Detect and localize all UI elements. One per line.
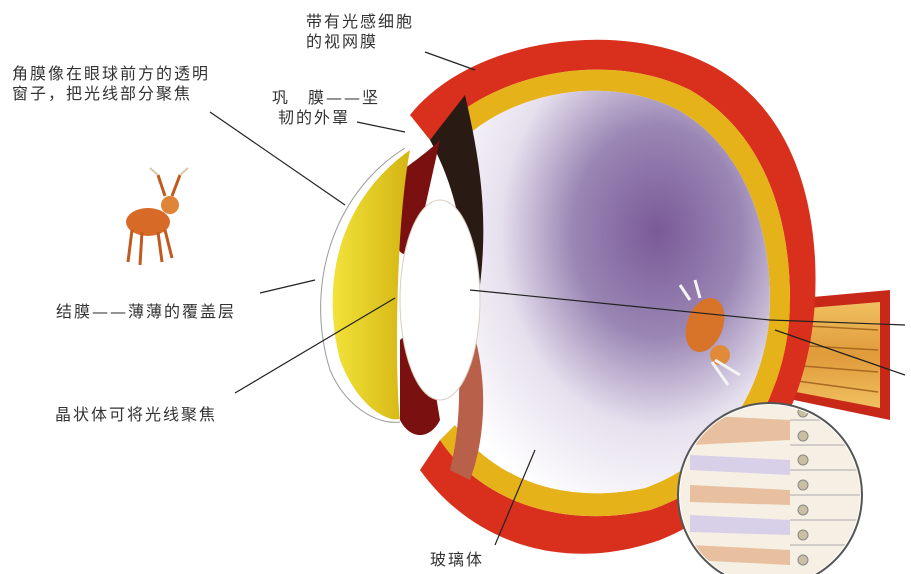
- vitreous-label: 玻璃体: [430, 550, 484, 570]
- sclera-label: 巩 膜——坚 韧的外罩: [272, 88, 380, 128]
- cornea: [333, 150, 410, 420]
- lens: [400, 200, 480, 400]
- conjunctiva-label: 结膜——薄薄的覆盖层: [56, 302, 236, 322]
- cornea-label: 角膜像在眼球前方的透明 窗子，把光线部分聚焦: [12, 64, 210, 104]
- retina-label: 带有光感细胞 的视网膜: [306, 12, 414, 52]
- deer-icon: [126, 168, 188, 265]
- lens-label: 晶状体可将光线聚焦: [55, 405, 217, 425]
